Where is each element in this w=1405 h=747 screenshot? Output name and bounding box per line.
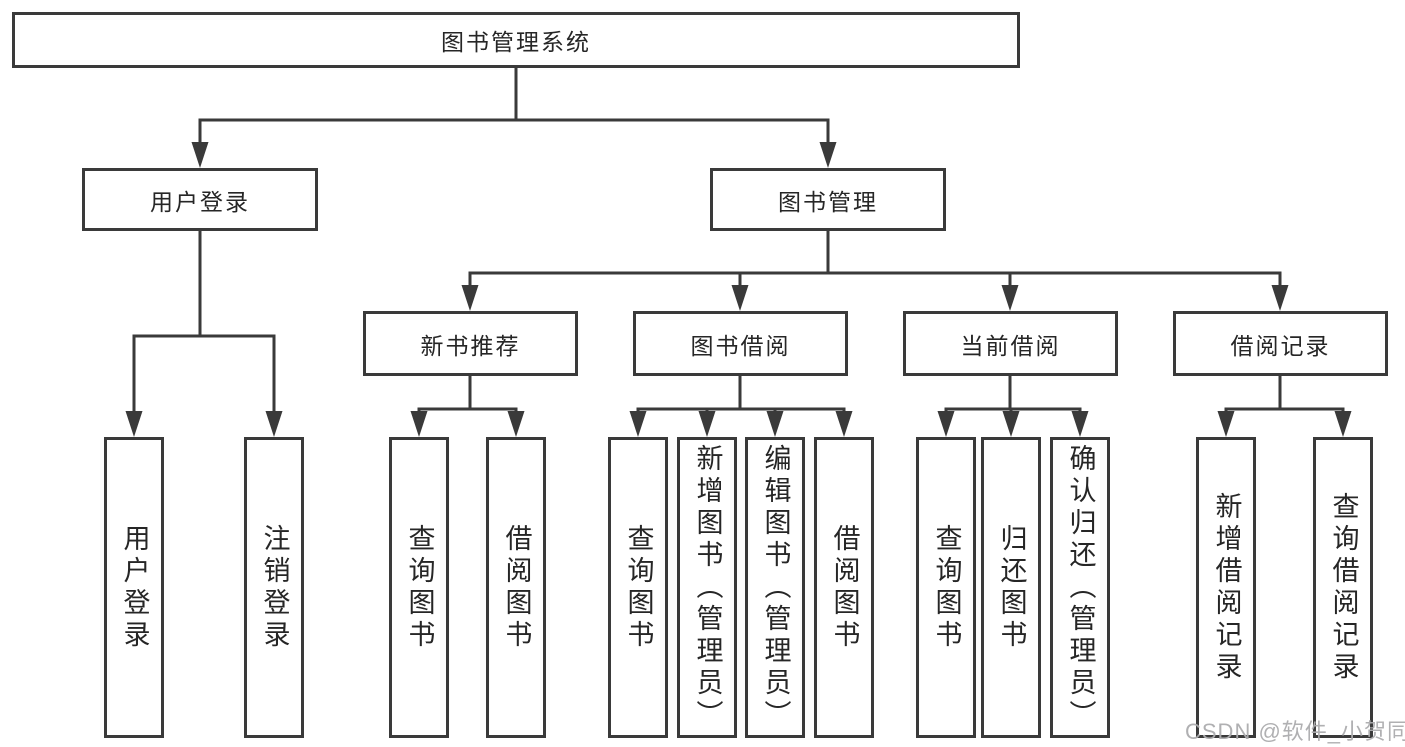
arrowhead-down-icon: [125, 411, 143, 437]
connector-user-login-children: [125, 229, 283, 437]
connector-new-book-recommendation-children: [410, 374, 525, 437]
connector-root-to-level2: [191, 66, 837, 168]
connector-book-management-children: [461, 229, 1289, 311]
arrowhead-down-icon: [1002, 411, 1020, 437]
connector-book-borrowing-children: [629, 374, 853, 437]
node-label: 新增图书（管理员）: [692, 443, 723, 732]
node-label: 用户登录: [119, 523, 150, 652]
node-label: 查询图书: [931, 523, 962, 652]
node-label: 借阅图书: [829, 523, 860, 652]
connector-current-borrowing-children: [937, 374, 1089, 437]
arrowhead-down-icon: [1271, 285, 1289, 311]
node-label: 确认归还（管理员）: [1065, 443, 1096, 732]
node-label: 图书借阅: [690, 332, 791, 359]
leaf-add-borrow-record: 新增借阅记录: [1196, 437, 1256, 738]
node-label: 新增借阅记录: [1211, 491, 1242, 684]
arrowhead-down-icon: [835, 411, 853, 437]
node-label: 查询图书: [404, 523, 435, 652]
node-label: 借阅记录: [1230, 332, 1331, 359]
leaf-query-books-current: 查询图书: [916, 437, 976, 738]
arrowhead-down-icon: [1071, 411, 1089, 437]
node-label: 归还图书: [996, 523, 1027, 652]
node-label: 用户登录: [150, 188, 250, 215]
leaf-edit-books-admin: 编辑图书（管理员）: [745, 437, 805, 738]
node-label: 编辑图书（管理员）: [760, 443, 791, 732]
arrowhead-down-icon: [1001, 285, 1019, 311]
leaf-borrow-books: 借阅图书: [814, 437, 874, 738]
arrowhead-down-icon: [410, 411, 428, 437]
arrowhead-down-icon: [507, 411, 525, 437]
node-label: 新书推荐: [420, 332, 521, 359]
leaf-return-books: 归还图书: [981, 437, 1041, 738]
node-current-borrowing: 当前借阅: [903, 311, 1118, 376]
node-label: 当前借阅: [960, 332, 1061, 359]
arrowhead-down-icon: [629, 411, 647, 437]
node-borrowing-records: 借阅记录: [1173, 311, 1388, 376]
node-book-management: 图书管理: [710, 168, 946, 231]
leaf-add-books-admin: 新增图书（管理员）: [677, 437, 737, 738]
leaf-query-books-recommend: 查询图书: [389, 437, 449, 738]
connector-borrowing-records-children: [1217, 374, 1352, 437]
arrowhead-down-icon: [191, 142, 209, 168]
node-label: 图书管理系统: [441, 29, 591, 55]
arrowhead-down-icon: [1334, 411, 1352, 437]
node-label: 注销登录: [259, 523, 290, 652]
arrowhead-down-icon: [698, 411, 716, 437]
arrowhead-down-icon: [265, 411, 283, 437]
leaf-confirm-return-admin: 确认归还（管理员）: [1050, 437, 1110, 738]
arrowhead-down-icon: [819, 142, 837, 168]
node-label: 查询图书: [623, 523, 654, 652]
arrowhead-down-icon: [937, 411, 955, 437]
node-user-login: 用户登录: [82, 168, 318, 231]
node-library-management-system: 图书管理系统: [12, 12, 1020, 68]
leaf-query-books-borrow: 查询图书: [608, 437, 668, 738]
arrowhead-down-icon: [731, 285, 749, 311]
arrowhead-down-icon: [1217, 411, 1235, 437]
node-book-borrowing: 图书借阅: [633, 311, 848, 376]
leaf-user-login: 用户登录: [104, 437, 164, 738]
csdn-watermark: CSDN @软件_小贺同学: [1185, 719, 1405, 744]
leaf-logout: 注销登录: [244, 437, 304, 738]
node-label: 查询借阅记录: [1328, 491, 1359, 684]
node-label: 图书管理: [778, 188, 878, 215]
leaf-borrow-books-recommend: 借阅图书: [486, 437, 546, 738]
node-new-book-recommendation: 新书推荐: [363, 311, 578, 376]
node-label: 借阅图书: [501, 523, 532, 652]
arrowhead-down-icon: [461, 285, 479, 311]
leaf-query-borrow-record: 查询借阅记录: [1313, 437, 1373, 738]
arrowhead-down-icon: [766, 411, 784, 437]
